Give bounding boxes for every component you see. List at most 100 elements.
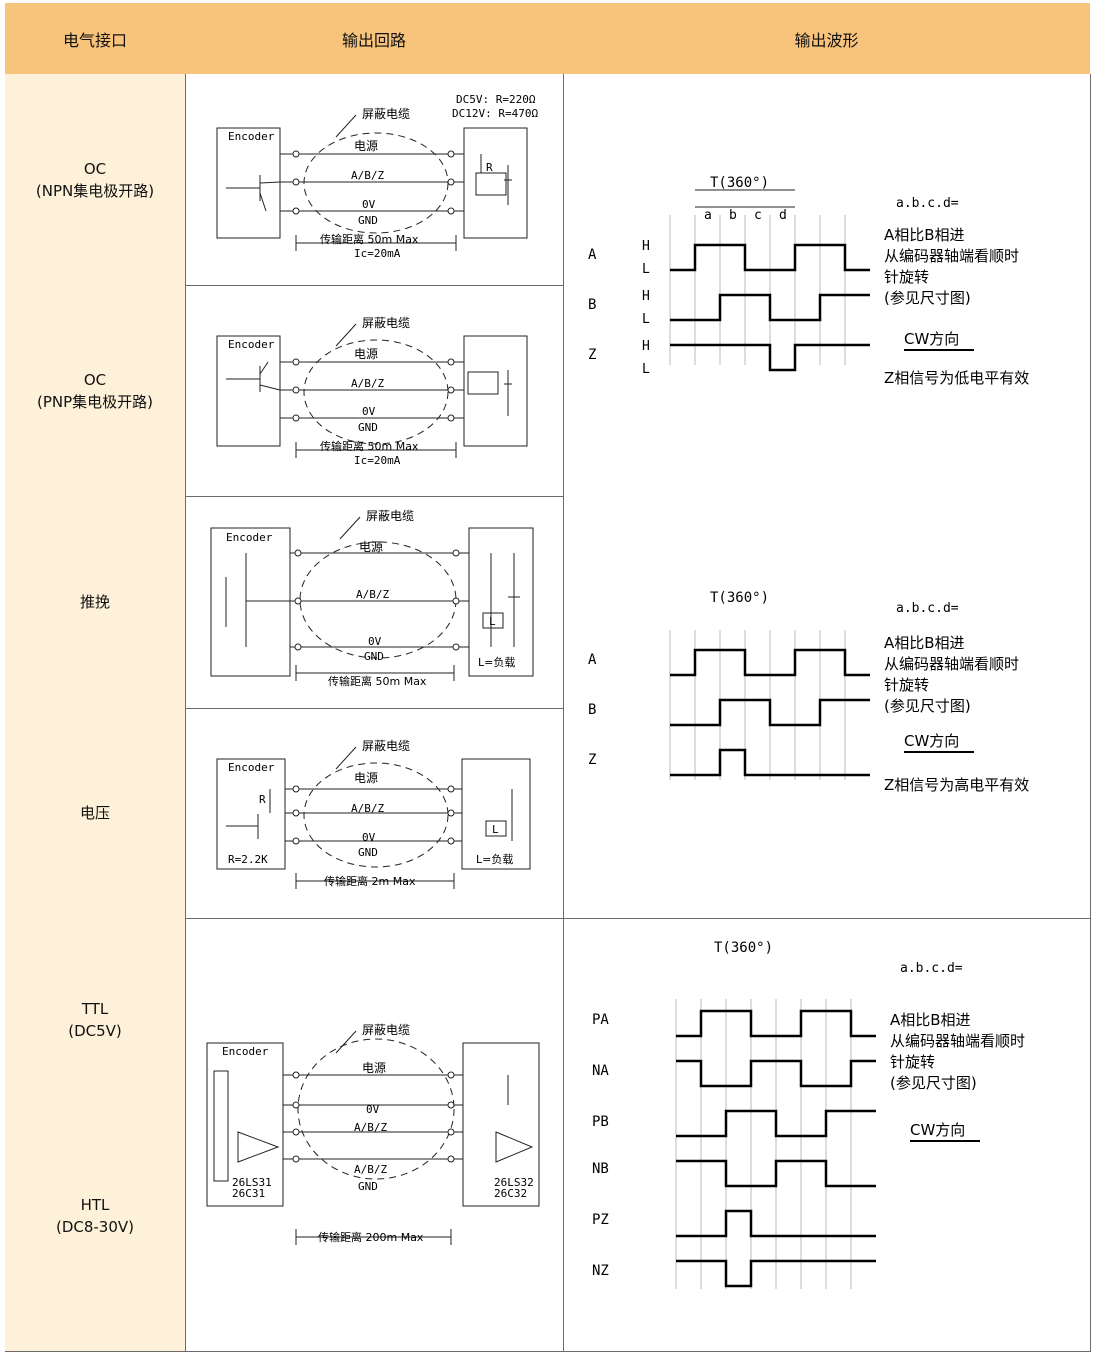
gnd-label: GND <box>364 650 384 663</box>
distance-label: 传输距离 200m Max <box>318 1230 424 1244</box>
z-note: Z相信号为高电平有效 <box>884 776 1029 794</box>
grid-line <box>185 496 563 497</box>
abcd-formula: a.b.c.d= <box>900 961 963 976</box>
grid-line <box>185 74 186 1351</box>
level-h: H <box>642 289 650 304</box>
phase-line-1: A相比B相进 <box>890 1011 971 1029</box>
phase-line-2: 从编码器轴端看顺时 <box>890 1032 1025 1050</box>
signal-label: A/B/Z <box>351 377 384 390</box>
waveform-z-low: T(360°) a b c d A B Z H L H L H L a.b.c.… <box>588 175 1029 387</box>
r-label: R <box>486 161 493 174</box>
gnd-label: GND <box>358 214 378 227</box>
circuit-npn: Encoder 屏蔽电缆 DC5V: R=220Ω DC12V: R=470Ω … <box>216 93 538 260</box>
channel-a: A <box>588 652 597 668</box>
chip-tx-2: 26C31 <box>232 1187 265 1200</box>
level-h: H <box>642 339 650 354</box>
header-waveform-label: 输出波形 <box>794 30 859 50</box>
gnd-label: GND <box>358 846 378 859</box>
shield-label: 屏蔽电缆 <box>366 509 414 523</box>
gnd-label: GND <box>358 1180 378 1193</box>
period-label: T(360°) <box>710 590 769 606</box>
circuit-ttl-htl: Encoder 屏蔽电缆 电源 0V A/B/Z A/B/Z GND 26LS3… <box>206 1023 540 1245</box>
distance-label: 传输距离 50m Max <box>328 674 427 688</box>
power-label: 电源 <box>354 139 378 153</box>
load-l-label: L <box>492 823 499 836</box>
phase-line-1: A相比B相进 <box>884 634 965 652</box>
phase-line-4: (参见尺寸图) <box>884 697 971 715</box>
row-pnp-line1: OC <box>83 370 107 389</box>
row-pnp-label: OC (PNP集电极开路) <box>5 285 185 496</box>
row-ttl-line2: (DC5V) <box>68 1022 122 1040</box>
phase-line-4: (参见尺寸图) <box>890 1074 977 1092</box>
r-label: R <box>259 793 266 806</box>
seg-d: d <box>779 208 787 223</box>
channel-na: NA <box>592 1063 609 1079</box>
encoder-label: Encoder <box>222 1045 269 1058</box>
channel-pa: PA <box>592 1012 609 1028</box>
zero-v-label: 0V <box>368 635 382 648</box>
channel-b: B <box>588 297 596 313</box>
channel-nb: NB <box>592 1161 609 1177</box>
row-htl-line1: HTL <box>80 1196 110 1214</box>
shield-label: 屏蔽电缆 <box>362 1023 410 1037</box>
signal-label: A/B/Z <box>351 802 384 815</box>
gnd-label: GND <box>358 421 378 434</box>
row-pushpull-line1: 推挽 <box>79 593 110 611</box>
signal-label: A/B/Z <box>356 588 389 601</box>
phase-line-1: A相比B相进 <box>884 226 965 244</box>
encoder-label: Encoder <box>226 531 273 544</box>
abcd-formula: a.b.c.d= <box>896 601 959 616</box>
channel-pz: PZ <box>592 1212 609 1228</box>
period-label: T(360°) <box>710 175 769 191</box>
chip-rx-2: 26C32 <box>494 1187 527 1200</box>
channel-a: A <box>588 247 597 263</box>
shield-label: 屏蔽电缆 <box>362 316 410 330</box>
row-ttl-htl-label: TTL (DC5V) HTL (DC8-30V) <box>5 918 185 1351</box>
cw-label: CW方向 <box>910 1121 965 1139</box>
row-npn-line1: OC <box>83 159 107 178</box>
power-label: 电源 <box>359 540 383 554</box>
level-l: L <box>642 262 650 277</box>
load-label: L=负载 <box>478 655 515 669</box>
grid-line <box>185 285 563 286</box>
ic-label: Ic=20mA <box>354 454 401 467</box>
r22k-label: R=2.2K <box>228 853 268 866</box>
row-ttl-line1: TTL <box>81 1000 109 1018</box>
header-waveform: 输出波形 <box>563 3 1090 74</box>
z-note: Z相信号为低电平有效 <box>884 369 1029 387</box>
signal-label: A/B/Z <box>354 1121 387 1134</box>
cw-label: CW方向 <box>904 732 959 750</box>
period-label: T(360°) <box>714 940 773 956</box>
chip-rx-1: 26LS32 <box>494 1176 534 1189</box>
distance-label: 传输距离 2m Max <box>324 874 416 888</box>
grid-line <box>1090 74 1091 1351</box>
phase-line-2: 从编码器轴端看顺时 <box>884 655 1019 673</box>
zero-v-label: 0V <box>362 198 376 211</box>
grid-line <box>5 1351 1091 1352</box>
waveform-z-high: T(360°) A B Z a.b.c.d= A相比B相进 从编码器轴端看顺时 … <box>588 590 1029 794</box>
phase-line-2: 从编码器轴端看顺时 <box>884 247 1019 265</box>
grid-line <box>185 918 1090 919</box>
phase-line-3: 针旋转 <box>890 1053 935 1071</box>
channel-b: B <box>588 702 596 718</box>
channel-z: Z <box>588 347 596 363</box>
row-npn-line2: (NPN集电极开路) <box>35 181 155 200</box>
npn-r-note-2: DC12V: R=470Ω <box>452 107 538 120</box>
load-label: L=负载 <box>476 852 513 866</box>
row-voltage-line1: 电压 <box>79 804 110 822</box>
circuit-voltage: Encoder 屏蔽电缆 电源 R A/B/Z 0V GND L L=负载 R=… <box>216 739 531 889</box>
level-l: L <box>642 362 650 377</box>
channel-nz: NZ <box>592 1263 609 1279</box>
zero-v-label: 0V <box>362 831 376 844</box>
power-label: 电源 <box>354 347 378 361</box>
row-htl-line2: (DC8-30V) <box>55 1218 135 1236</box>
zero-v-label: 0V <box>366 1103 380 1116</box>
header-interface: 电气接口 <box>5 3 185 74</box>
grid-line <box>185 708 563 709</box>
encoder-label: Encoder <box>228 761 275 774</box>
channel-pb: PB <box>592 1114 609 1130</box>
phase-line-3: 针旋转 <box>884 676 929 694</box>
level-h: H <box>642 239 650 254</box>
phase-line-3: 针旋转 <box>884 268 929 286</box>
waveform-differential: T(360°) PA NA PB NB PZ NZ a.b.c.d= A相比B相… <box>592 940 1025 1289</box>
